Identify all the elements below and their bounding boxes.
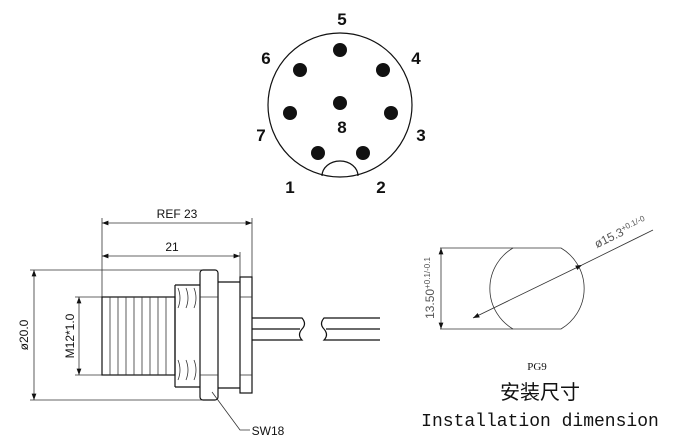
pin-label: 1: [285, 178, 294, 197]
pin-8: [333, 96, 347, 110]
pin-7: [283, 106, 297, 120]
cable-wires: [252, 317, 380, 341]
cutout-diameter-label: ø15.3+0.1/-0: [592, 214, 649, 251]
ref-length-label: REF 23: [157, 207, 198, 221]
pin-label: 3: [416, 126, 425, 145]
pin-label: 5: [337, 10, 346, 29]
diameter-label: ø20.0: [17, 319, 31, 350]
connector-face-outline: [267, 32, 413, 178]
pin-6: [293, 63, 307, 77]
hex-nut: [199, 269, 219, 401]
pin-label: 8: [337, 118, 346, 137]
pin-face-view: 1 2 3 4 5 6 7 8: [256, 10, 425, 197]
pin-label: 7: [256, 126, 265, 145]
pin-2: [356, 146, 370, 160]
pin-label: 2: [376, 178, 385, 197]
cutout-name: PG9: [527, 361, 547, 373]
title-english: Installation dimension: [421, 412, 659, 432]
pin-3: [384, 106, 398, 120]
side-view: REF 23 21 ø20.0 M12*1.0: [17, 207, 380, 438]
thread-body: [101, 296, 176, 376]
title-chinese: 安装尺寸: [500, 381, 580, 404]
pin-label: 6: [261, 49, 270, 68]
pin-1: [311, 146, 325, 160]
pin-label: 4: [411, 49, 421, 68]
cutout-outline: [489, 247, 585, 330]
key-notch: [321, 160, 359, 177]
flange-washer: [239, 276, 253, 394]
wrench-size-label: SW18: [252, 424, 285, 438]
panel-cutout-view: 13.50+0.1/-0.1 ø15.3+0.1/-0 PG9 安装尺寸 Ins…: [421, 214, 659, 432]
length-label: 21: [165, 240, 179, 254]
pin-5: [333, 43, 347, 57]
pin-4: [376, 63, 390, 77]
cutout-height-label: 13.50+0.1/-0.1: [423, 257, 437, 319]
thread-label: M12*1.0: [63, 313, 77, 358]
